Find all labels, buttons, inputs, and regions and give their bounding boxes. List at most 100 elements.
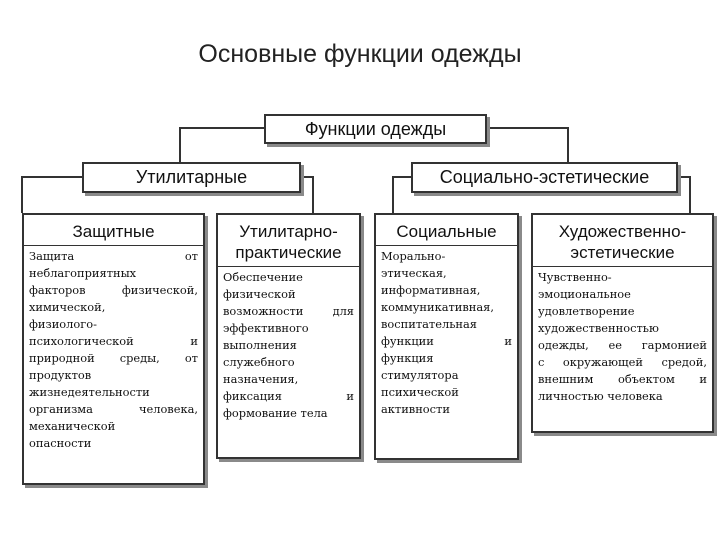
- column-heading: Утилитарно-практические: [218, 215, 359, 267]
- description-word: возможности: [223, 304, 304, 318]
- description-word: факторов: [29, 283, 86, 297]
- description-word: продуктов: [29, 368, 92, 382]
- description-word: этическая,: [381, 266, 447, 280]
- description-line: организма человека,: [29, 401, 198, 418]
- description-line: неблагоприятных: [29, 265, 198, 282]
- description-line: психологической и: [29, 333, 198, 350]
- description-word: химической,: [29, 300, 106, 314]
- description-word: от: [184, 249, 198, 263]
- description-line: воспитательная: [381, 316, 512, 333]
- description-word: организма: [29, 402, 93, 416]
- description-word: стимулятора: [381, 368, 459, 382]
- connector-social-left: [392, 176, 411, 213]
- description-line: физиолого-: [29, 316, 198, 333]
- description-word: функции: [381, 334, 434, 348]
- description-line: механической: [29, 418, 198, 435]
- column-heading-line: Утилитарно-: [239, 222, 338, 241]
- description-word: с: [538, 355, 545, 369]
- description-line: активности: [381, 401, 512, 418]
- description-word: информативная,: [381, 283, 481, 297]
- description-line: личностью человека: [538, 388, 707, 405]
- utilitarian-label: Утилитарные: [135, 167, 248, 187]
- description-word: психологической: [29, 334, 134, 348]
- description-word: механической: [29, 419, 116, 433]
- connector-root-social: [487, 127, 569, 162]
- description-word: активности: [381, 402, 450, 416]
- description-line: фиксация и: [223, 388, 354, 405]
- description-line: опасности: [29, 435, 198, 452]
- description-line: Защита от: [29, 248, 198, 265]
- description-word: функция: [381, 351, 434, 365]
- description-word: воспитательная: [381, 317, 477, 331]
- description-line: функции и: [381, 333, 512, 350]
- description-line: функция: [381, 350, 512, 367]
- description-word: и: [699, 372, 707, 386]
- column-heading-line: практические: [235, 243, 342, 262]
- description-line: информативная,: [381, 282, 512, 299]
- column-heading: Социальные: [376, 215, 517, 246]
- connector-social-right: [678, 176, 691, 213]
- description-line: эффективного: [223, 320, 354, 337]
- description-word: фиксация: [223, 389, 282, 403]
- description-word: служебного: [223, 355, 295, 369]
- description-word: Чувственно-: [538, 270, 612, 284]
- description-line: жизнедеятельности: [29, 384, 198, 401]
- description-word: для: [332, 304, 354, 318]
- description-line: физической: [223, 286, 354, 303]
- description-word: эмоциональное: [538, 287, 631, 301]
- description-word: Обеспечение: [223, 270, 303, 284]
- description-word: и: [190, 334, 198, 348]
- description-word: неблагоприятных: [29, 266, 137, 280]
- description-word: объектом: [617, 372, 675, 386]
- description-word: и: [504, 334, 512, 348]
- root-label: Функции одежды: [304, 118, 447, 139]
- description-word: от: [184, 351, 198, 365]
- description-word: гармонией: [641, 338, 707, 352]
- description-line: продуктов: [29, 367, 198, 384]
- connector-utilitarian-left: [21, 176, 82, 213]
- column-heading-line: Защитные: [72, 222, 155, 241]
- description-word: и: [346, 389, 354, 403]
- description-line: химической,: [29, 299, 198, 316]
- description-line: эмоциональное: [538, 286, 707, 303]
- description-line: факторов физической,: [29, 282, 198, 299]
- description-word: Защита: [29, 249, 75, 263]
- social-aesthetic-box: Социально-эстетические: [411, 162, 678, 193]
- description-line: формование тела: [223, 405, 354, 422]
- description-line: выполнения: [223, 337, 354, 354]
- column-description: Морально-этическая, информативная, коммуни…: [376, 246, 517, 420]
- description-line: Обеспечение: [223, 269, 354, 286]
- social-aesthetic-label: Социально-эстетические: [439, 167, 650, 187]
- column-heading-line: Социальные: [396, 222, 497, 241]
- description-line: художественностью: [538, 320, 707, 337]
- description-word: художественностью: [538, 321, 659, 335]
- slide-title: Основные функции одежды: [198, 40, 522, 68]
- description-line: психической: [381, 384, 512, 401]
- description-word: одежды,: [538, 338, 589, 352]
- description-word: жизнедеятельности: [29, 385, 150, 399]
- description-word: удовлетворение: [538, 304, 635, 318]
- description-word: средой,: [661, 355, 707, 369]
- column-description: Защита от неблагоприятных факторов физическо…: [24, 246, 203, 454]
- description-word: человека,: [138, 402, 198, 416]
- description-word: физической,: [121, 283, 198, 297]
- column-heading: Художественно-эстетические: [533, 215, 712, 267]
- connector-utilitarian-right: [301, 176, 314, 213]
- description-line: Морально-: [381, 248, 512, 265]
- description-word: среды,: [119, 351, 160, 365]
- utilitarian-box: Утилитарные: [82, 162, 301, 193]
- column-heading: Защитные: [24, 215, 203, 246]
- connector-root-utilitarian: [179, 127, 264, 162]
- description-line: служебного: [223, 354, 354, 371]
- description-line: коммуникативная,: [381, 299, 512, 316]
